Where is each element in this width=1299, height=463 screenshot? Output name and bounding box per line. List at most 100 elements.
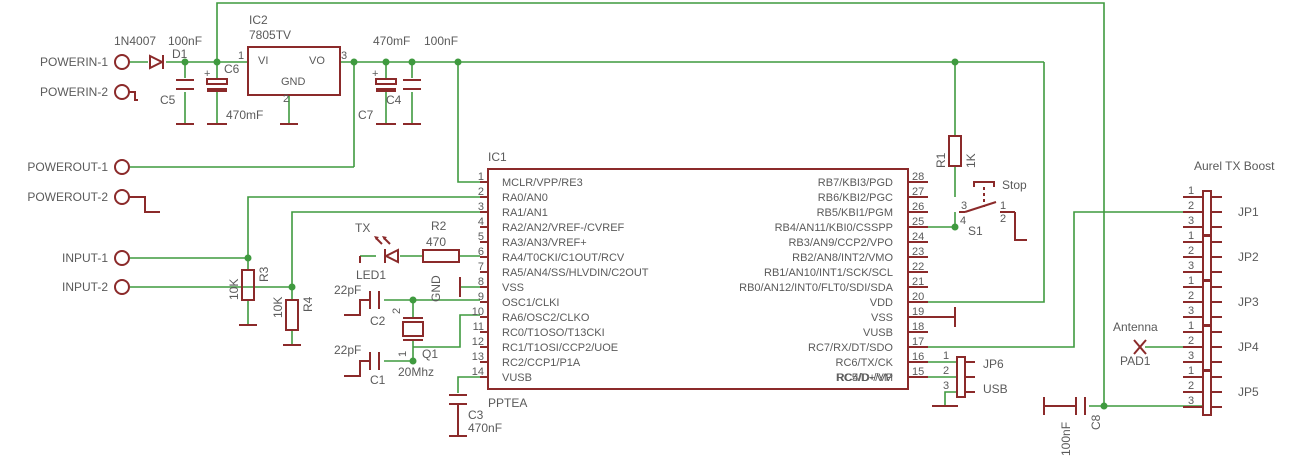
connector-jp6[interactable]: 1 2 3 JP6 USB (932, 350, 1008, 407)
jumper-pin-number: 2 (1188, 245, 1194, 257)
pin-label: VUSB (502, 372, 532, 384)
crystal-value: 20Mhz (398, 365, 434, 379)
pin-number: 19 (912, 306, 924, 318)
jumper-pin-number: 3 (1188, 260, 1194, 272)
pin-label: RC4/D-/VM (837, 372, 893, 384)
pin-label: VUSB (863, 327, 893, 339)
res-value: 10K (271, 297, 285, 318)
diode-d1[interactable]: 1N4007 D1 (114, 34, 188, 70)
port-input-2[interactable]: INPUT-2 (62, 279, 130, 295)
pin-number: 10 (472, 306, 484, 318)
regulator-ic2[interactable]: IC2 7805TV VI VO GND 1 3 2 (238, 13, 347, 125)
capacitor-c7[interactable]: + 470mF C7 (358, 34, 410, 125)
cap-value: 22pF (334, 343, 361, 357)
pin-label: RB7/KBI3/PGD (818, 177, 893, 189)
pin-label: RC1/T1OSI/CCP2/UOE (502, 342, 618, 354)
res-name: R4 (301, 296, 315, 312)
jumper-pin-number: 1 (1188, 275, 1194, 287)
capacitor-c8[interactable]: 100nF C8 (1043, 397, 1103, 456)
antenna-label: Antenna (1113, 320, 1158, 334)
gnd-pin19 (908, 307, 956, 327)
crystal-q1[interactable]: 2 1 Q1 20Mhz (391, 308, 438, 379)
pin-label: RA2/AN2/VREF-/CVREF (502, 222, 625, 234)
resistor-r1[interactable]: R1 1K (934, 135, 978, 168)
pin-number: 9 (478, 291, 484, 303)
capacitor-c1[interactable]: 22pF C1 (334, 343, 386, 387)
capacitor-c5[interactable]: 100nF C5 (160, 34, 202, 125)
resistor-r3[interactable]: 10K R3 (227, 266, 271, 326)
jumper-pin-number: 1 (1188, 185, 1194, 197)
switch-p4: 4 (960, 215, 966, 227)
res-name: R3 (257, 266, 271, 282)
led-led1[interactable]: TX LED1 (355, 221, 399, 282)
port-label: INPUT-2 (62, 280, 108, 294)
pin-label: MCLR/VPP/RE3 (502, 177, 583, 189)
cap-value: 100nF (1059, 422, 1073, 456)
capacitor-c4[interactable]: 100nF C4 (386, 34, 458, 125)
cap-value: 100nF (168, 34, 202, 48)
cap-value: 470nF (468, 421, 502, 435)
pin-number: 8 (478, 276, 484, 288)
pin-label: RB6/KBI2/PGC (818, 192, 893, 204)
capacitor-c3[interactable]: C3 470nF (449, 394, 502, 437)
resistor-r4[interactable]: 10K R4 (271, 296, 315, 346)
pin-number: 1 (478, 171, 484, 183)
port-input-1[interactable]: INPUT-1 (62, 250, 130, 266)
jumper-pin-number: 1 (1188, 230, 1194, 242)
reg-value: 7805TV (249, 28, 291, 42)
port-powerout-1[interactable]: POWEROUT-1 (27, 159, 130, 175)
mcu-value: PPTEA (488, 396, 527, 410)
pin-number: 4 (478, 216, 484, 228)
pin-number: 7 (478, 261, 484, 273)
pin-label: RB3/AN9/CCP2/VPO (788, 237, 893, 249)
port-powerin-1[interactable]: POWERIN-1 (40, 54, 130, 70)
port-powerout-2[interactable]: POWEROUT-2 (27, 189, 160, 213)
jumper-pin-number: 2 (1188, 200, 1194, 212)
res-value: 470 (426, 235, 446, 249)
crystal-name: Q1 (422, 347, 438, 361)
cap-name: C8 (1089, 414, 1103, 430)
pin-number: 23 (912, 246, 924, 258)
pin-number: 18 (912, 321, 924, 333)
res-value: 10K (227, 279, 241, 300)
junctions (181, 58, 1108, 410)
capacitor-c6[interactable]: + C6 470mF (204, 62, 263, 125)
switch-p1: 1 (1000, 200, 1006, 212)
jumper-pin-number: 2 (1188, 380, 1194, 392)
jp6-label: USB (983, 382, 1008, 396)
jumper-pin-number: 1 (1188, 320, 1194, 332)
port-powerin-2[interactable]: POWERIN-2 (40, 84, 138, 101)
reg-name: IC2 (249, 13, 268, 27)
jumper-pin-number: 2 (1188, 290, 1194, 302)
crystal-pin1: 1 (397, 351, 409, 357)
reg-gnd: GND (281, 76, 306, 88)
resistor-r2[interactable]: R2 470 (422, 219, 460, 263)
pin-label: RC0/T1OSO/T13CKI (502, 327, 605, 339)
pin-label: VSS (871, 312, 893, 324)
switch-s1[interactable]: Stop S1 3 4 1 2 (959, 178, 1027, 241)
pin-label: RC2/CCP1/P1A (502, 357, 581, 369)
jumper-name: JP3 (1238, 295, 1259, 309)
antenna-pad1[interactable]: Antenna PAD1 (1113, 320, 1158, 368)
svg-text:+: + (372, 68, 378, 80)
capacitor-c2[interactable]: 22pF C2 (334, 283, 386, 328)
pin-label: VDD (870, 297, 893, 309)
jp6-pin1: 1 (943, 350, 949, 362)
